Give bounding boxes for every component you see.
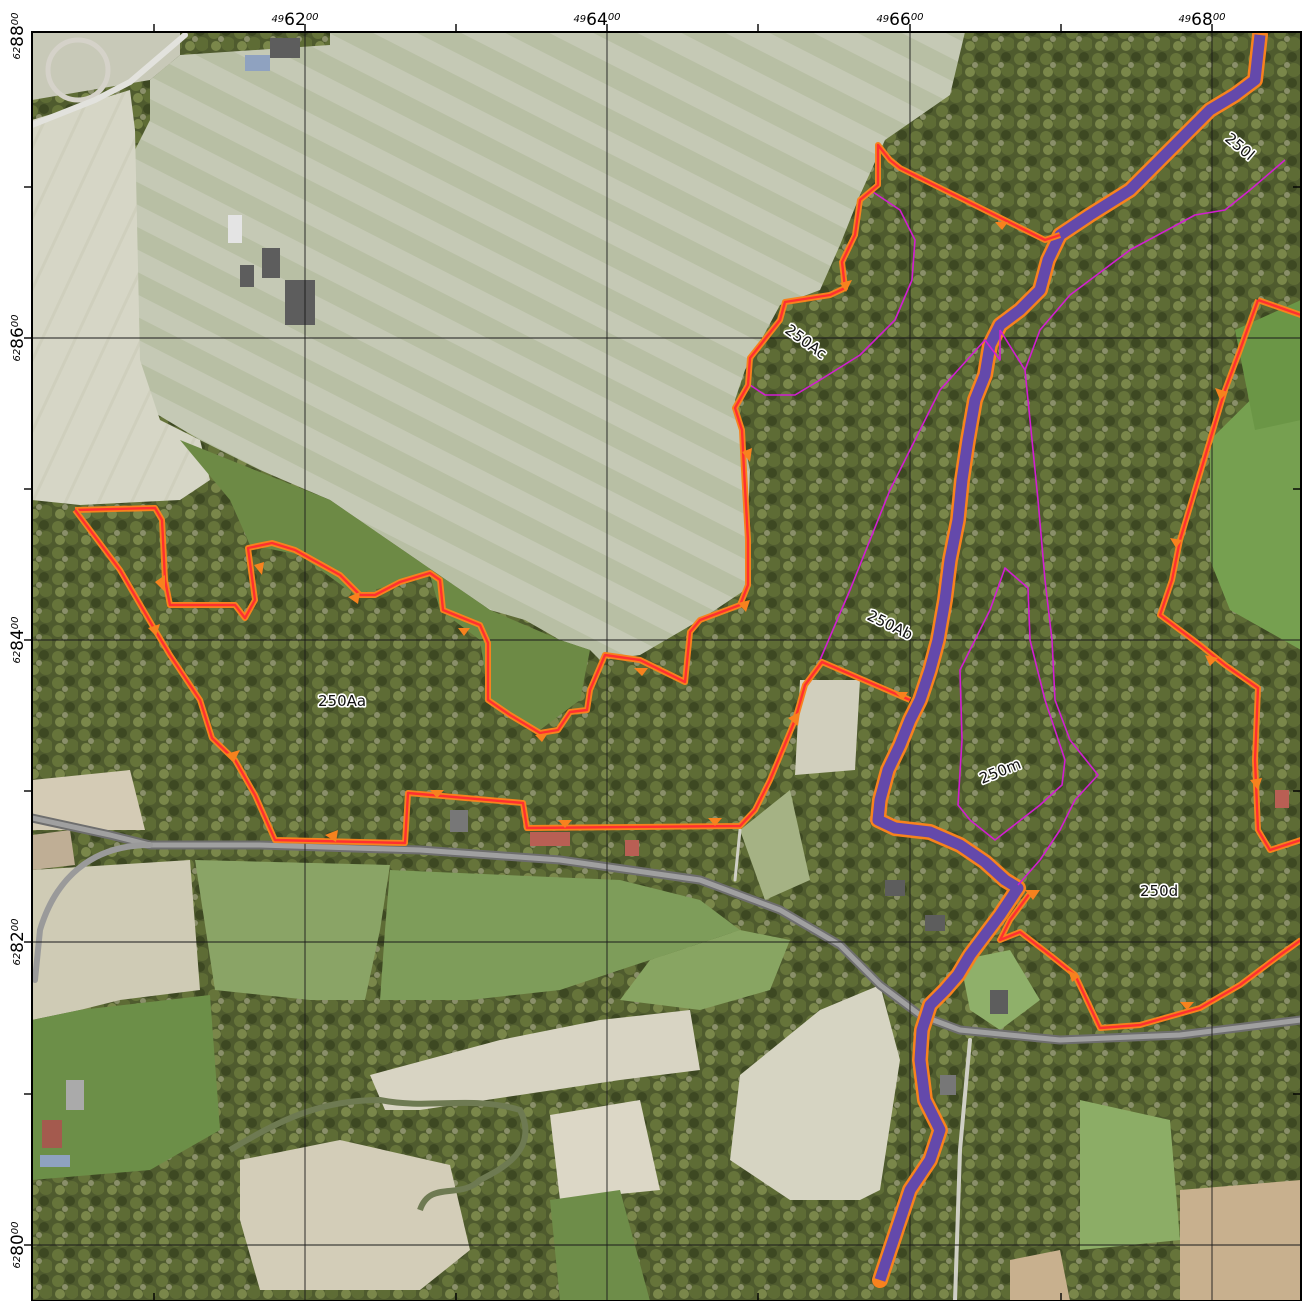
y-axis-label-2: 628600	[8, 314, 28, 361]
aerial-imagery	[32, 32, 1301, 1301]
subzone-boundaries	[749, 159, 1286, 886]
roads	[32, 32, 1301, 1301]
river	[228, 1096, 529, 1212]
zone-label-250Aa: 250Aa	[318, 692, 366, 710]
zone-label-250d: 250d	[1140, 882, 1178, 900]
field-lower-center	[370, 1010, 700, 1110]
coordinate-grid	[32, 32, 1301, 1301]
x-axis-label-1: 496200	[271, 10, 318, 30]
buildings	[40, 38, 1289, 1167]
boundary-markers	[148, 222, 1262, 1010]
field-left	[32, 90, 210, 505]
x-axis-label-3: 496600	[876, 10, 923, 30]
x-axis-label-4: 496800	[1178, 10, 1225, 30]
map-border	[31, 31, 1302, 1301]
y-axis-label-5: 628000	[8, 1221, 28, 1268]
frame-ticks	[24, 24, 1301, 1301]
y-axis-label-4: 628200	[8, 918, 28, 965]
y-axis-label-1: 628800	[8, 12, 28, 59]
y-axis-label-3: 628400	[8, 616, 28, 663]
field-striped	[130, 32, 965, 660]
x-axis-label-2: 496400	[573, 10, 620, 30]
zone-boundaries	[72, 142, 1301, 1031]
field-lower-left	[32, 860, 200, 1020]
